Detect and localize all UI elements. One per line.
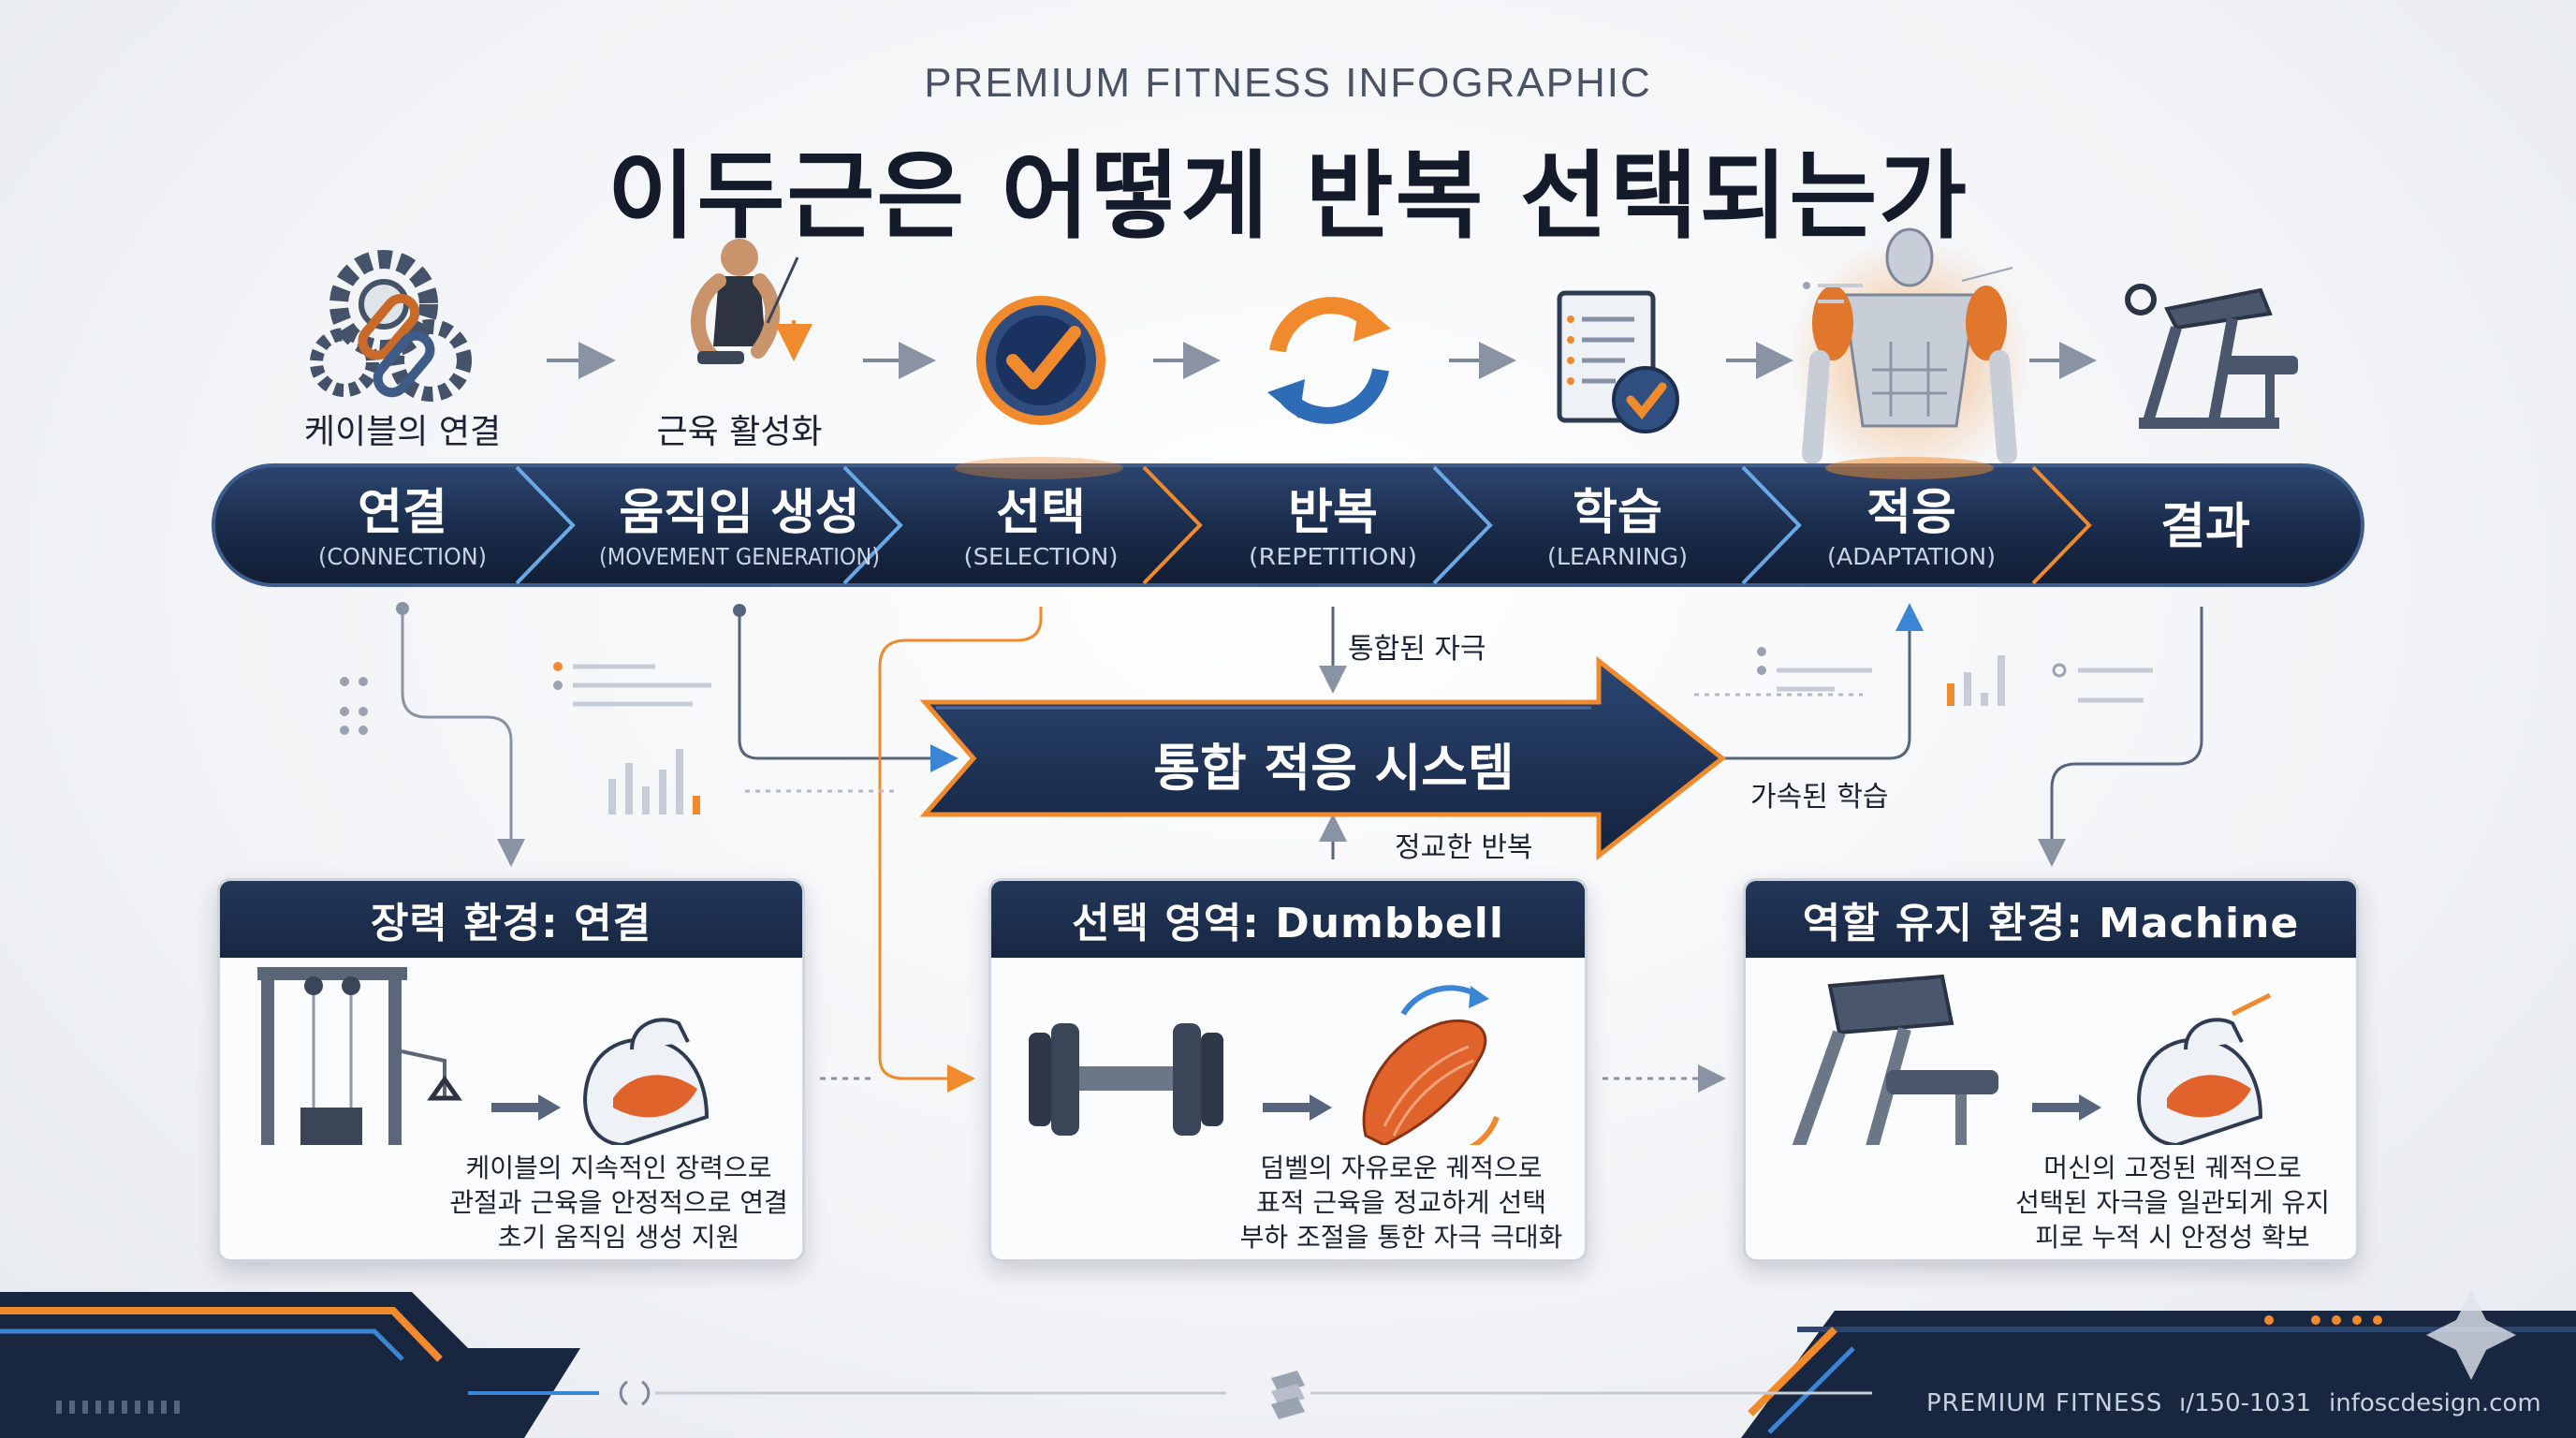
desc-line: 선택된 자극을 일관되게 유지 (2015, 1187, 2330, 1218)
cable-environment-card: 장력 환경: 연결 케이블의 지속적인 장력으로 관절과 근육을 안정적으로 연… (217, 878, 805, 1262)
step-label: 반복 (1288, 485, 1378, 541)
check-circle-icon (976, 296, 1105, 425)
preacher-bench-icon (2125, 284, 2298, 429)
muscle-fiber-icon (1362, 985, 1500, 1145)
machine-maintenance-description: 머신의 고정된 궤적으로 선택된 자극을 일관되게 유지 피로 누적 시 안정성… (1995, 1151, 2350, 1255)
step-sublabel: (CONNECTION) (318, 543, 487, 570)
cable-to-bicep-illustration (257, 967, 710, 1145)
bicep-arm-icon (582, 1018, 710, 1145)
preacher-curl-machine-icon (1792, 974, 1998, 1145)
decor-dots (340, 267, 2153, 735)
machine-maintenance-card: 역할 유지 환경: Machine 머신의 고정된 궤적으로 선택된 자극을 일… (1743, 878, 2359, 1262)
step-label: 선택 (996, 485, 1086, 541)
footer-site: infoscdesign.com (2329, 1389, 2541, 1417)
desc-line: 표적 근육을 정교하게 선택 (1255, 1187, 1547, 1218)
step-label: 결과 (2160, 499, 2250, 555)
dumbbell-selection-card: 선택 영역: Dumbbell 덤벨의 자유로운 궤적으로 표적 근육을 정교하… (988, 878, 1588, 1262)
step-sublabel: (LEARNING) (1547, 543, 1688, 570)
step-chevron (1741, 465, 1802, 585)
process-bar (212, 457, 2364, 587)
cable-curl-athlete-icon (690, 239, 812, 364)
bicep-arm-icon (2136, 992, 2272, 1145)
step-sublabel: (MOVEMENT GENERATION) (599, 543, 880, 570)
step-chevron (1432, 465, 1493, 585)
decor-bar-chart-left (608, 749, 700, 814)
activation-icon-label: 근육 활성화 (656, 413, 823, 451)
process-steps: 연결(CONNECTION) 움직임 생성(MOVEMENT GENERATION… (318, 485, 2250, 570)
cable-environment-description: 케이블의 지속적인 장력으로 관절과 근육을 안정적으로 연결 초기 움직임 생… (441, 1151, 797, 1255)
gear-chain-icon (310, 250, 472, 402)
step-chevron (2031, 465, 2092, 585)
step-chevron (515, 465, 576, 585)
step-chevron (1142, 465, 1203, 585)
machine-maintenance-title: 역할 유지 환경: Machine (1746, 881, 2356, 958)
integrated-system-label: 통합 적응 시스템 (1153, 739, 1515, 798)
dumbbell-icon (1029, 1023, 1223, 1136)
footer-decor (0, 1290, 2576, 1438)
footer-code: ı/150-1031 (2179, 1389, 2312, 1417)
dumbbell-selection-title: 선택 영역: Dumbbell (991, 881, 1585, 958)
cable-environment-title: 장력 환경: 연결 (220, 881, 802, 958)
process-chevrons (515, 465, 2092, 585)
chain-icon-label: 케이블의 연결 (303, 413, 502, 451)
step-sublabel: (REPETITION) (1249, 543, 1417, 570)
page-title: 이두근은 어떻게 반복 선택되는가 (607, 141, 1969, 253)
step-label: 연결 (358, 485, 447, 541)
step-label: 적응 (1866, 485, 1956, 541)
footer-brand: PREMIUM FITNESS (1926, 1389, 2163, 1417)
integrated-stimulus-note: 통합된 자극 (1348, 633, 1486, 666)
desc-line: 피로 누적 시 안정성 확보 (2035, 1222, 2310, 1253)
checklist-document-icon (1557, 290, 1679, 433)
flow-lines (396, 602, 2203, 1093)
repeat-cycle-icon (1267, 297, 1391, 424)
step-sublabel: (SELECTION) (964, 543, 1119, 570)
machine-to-bicep-illustration (1792, 974, 2272, 1145)
step-chevron (842, 465, 903, 585)
decor-bar-chart-right (1947, 655, 2005, 706)
refined-repetition-note: 정교한 반복 (1395, 831, 1533, 864)
desc-line: 덤벨의 자유로운 궤적으로 (1260, 1152, 1543, 1183)
accelerated-learning-note: 가속된 학습 (1750, 781, 1889, 814)
muscle-body-icon (1788, 227, 2031, 482)
desc-line: 초기 움직임 생성 지원 (497, 1222, 740, 1253)
dumbbell-selection-description: 덤벨의 자유로운 궤적으로 표적 근육을 정교하게 선택 부하 조절을 통한 자… (1223, 1151, 1579, 1255)
cable-machine-icon (257, 967, 462, 1145)
integrated-system-arrow (919, 655, 1727, 861)
footer-logo-icon (1271, 1371, 1305, 1419)
desc-line: 케이블의 지속적인 장력으로 (465, 1152, 772, 1183)
desc-line: 부하 조절을 통한 자극 극대화 (1239, 1222, 1563, 1253)
page-subtitle: PREMIUM FITNESS INFOGRAPHIC (924, 60, 1652, 106)
step-label: 학습 (1573, 485, 1662, 541)
step-label: 움직임 생성 (619, 485, 859, 541)
desc-line: 관절과 근육을 안정적으로 연결 (449, 1187, 788, 1218)
desc-line: 머신의 고정된 궤적으로 (2043, 1152, 2302, 1183)
step-sublabel: (ADAPTATION) (1827, 543, 1996, 570)
dumbbell-to-muscle-illustration (1029, 985, 1500, 1145)
